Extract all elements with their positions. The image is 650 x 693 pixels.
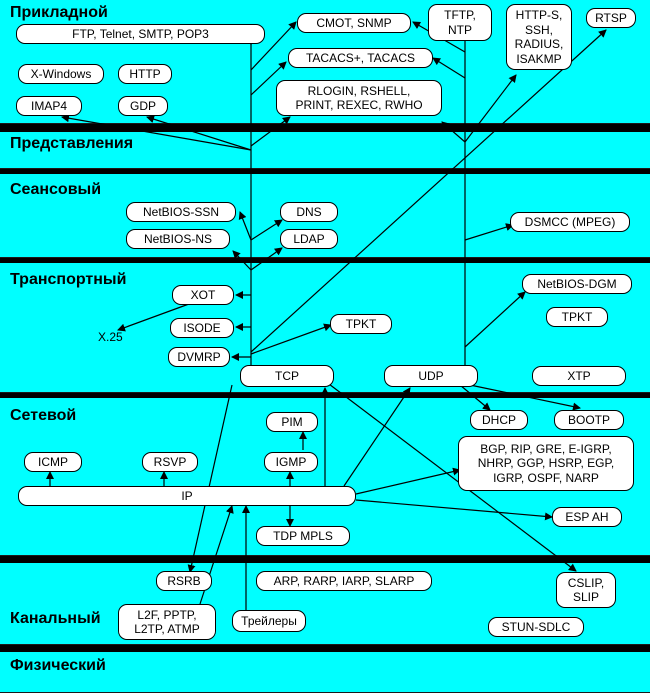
tcp-box: TCP — [240, 365, 334, 387]
esp-ah-box: ESP AH — [552, 507, 622, 527]
ftp-telnet-smtp-pop3-box: FTP, Telnet, SMTP, POP3 — [16, 24, 265, 44]
icmp-box: ICMP — [24, 452, 82, 472]
dns-box: DNS — [280, 202, 338, 222]
netbios-dgm-box: NetBIOS-DGM — [522, 274, 632, 294]
rtsp-box: RTSP — [586, 8, 636, 28]
imap4-box: IMAP4 — [16, 96, 82, 116]
dsmcc-box: DSMCC (MPEG) — [510, 212, 630, 232]
session-layer-title: Сеансовый — [10, 181, 102, 198]
tacacs-box: TACACS+, TACACS — [288, 48, 433, 68]
l2f-pptp-box: L2F, PPTP, L2TP, ATMP — [118, 604, 216, 640]
tdp-mpls-box: TDP MPLS — [256, 526, 350, 546]
xwindows-box: X-Windows — [18, 64, 104, 84]
routing-protocols-box: BGP, RIP, GRE, E-IGRP, NHRP, GGP, HSRP, … — [458, 436, 634, 491]
http-box: HTTP — [118, 64, 172, 84]
ldap-box: LDAP — [280, 229, 338, 249]
xtp-box: XTP — [532, 366, 626, 386]
gdp-box: GDP — [118, 96, 168, 116]
datalink-layer-title: Канальный — [10, 610, 101, 627]
tpkt-right-box: TPKT — [546, 307, 608, 327]
network-layer-title: Сетевой — [10, 407, 77, 424]
https-box: HTTP-S, SSH, RADIUS, ISAKMP — [506, 4, 572, 70]
x25-label: X.25 — [98, 330, 123, 344]
layer-separator — [0, 124, 650, 132]
transport-layer-title: Транспортный — [10, 271, 127, 288]
application-layer-title: Прикладной — [10, 4, 108, 21]
rlogin-box: RLOGIN, RSHELL, PRINT, REXEC, RWHO — [276, 80, 442, 116]
cslip-slip-box: CSLIP, SLIP — [556, 572, 616, 608]
netbios-ssn-box: NetBIOS-SSN — [126, 202, 236, 222]
layer-separator — [0, 556, 650, 563]
presentation-layer-title: Представления — [10, 135, 134, 152]
isode-box: ISODE — [170, 318, 234, 338]
tpkt-left-box: TPKT — [330, 314, 392, 334]
tftp-ntp-box: TFTP, NTP — [428, 4, 492, 41]
layer-separator — [0, 645, 650, 652]
xot-box: XOT — [172, 285, 234, 305]
physical-layer-title: Физический — [10, 657, 106, 674]
arp-box: ARP, RARP, IARP, SLARP — [256, 571, 432, 591]
rsrb-box: RSRB — [156, 571, 212, 591]
pim-box: PIM — [266, 412, 318, 432]
igmp-box: IGMP — [264, 452, 318, 472]
dvmrp-box: DVMRP — [168, 347, 230, 367]
dhcp-box: DHCP — [470, 410, 528, 430]
ip-box: IP — [18, 486, 356, 506]
trailers-box: Трейлеры — [232, 610, 306, 632]
netbios-ns-box: NetBIOS-NS — [126, 229, 230, 249]
stun-sdlc-box: STUN-SDLC — [488, 617, 584, 637]
udp-box: UDP — [384, 365, 478, 387]
cmot-snmp-box: CMOT, SNMP — [297, 13, 411, 33]
bootp-box: BOOTP — [554, 410, 624, 430]
rsvp-box: RSVP — [142, 452, 198, 472]
